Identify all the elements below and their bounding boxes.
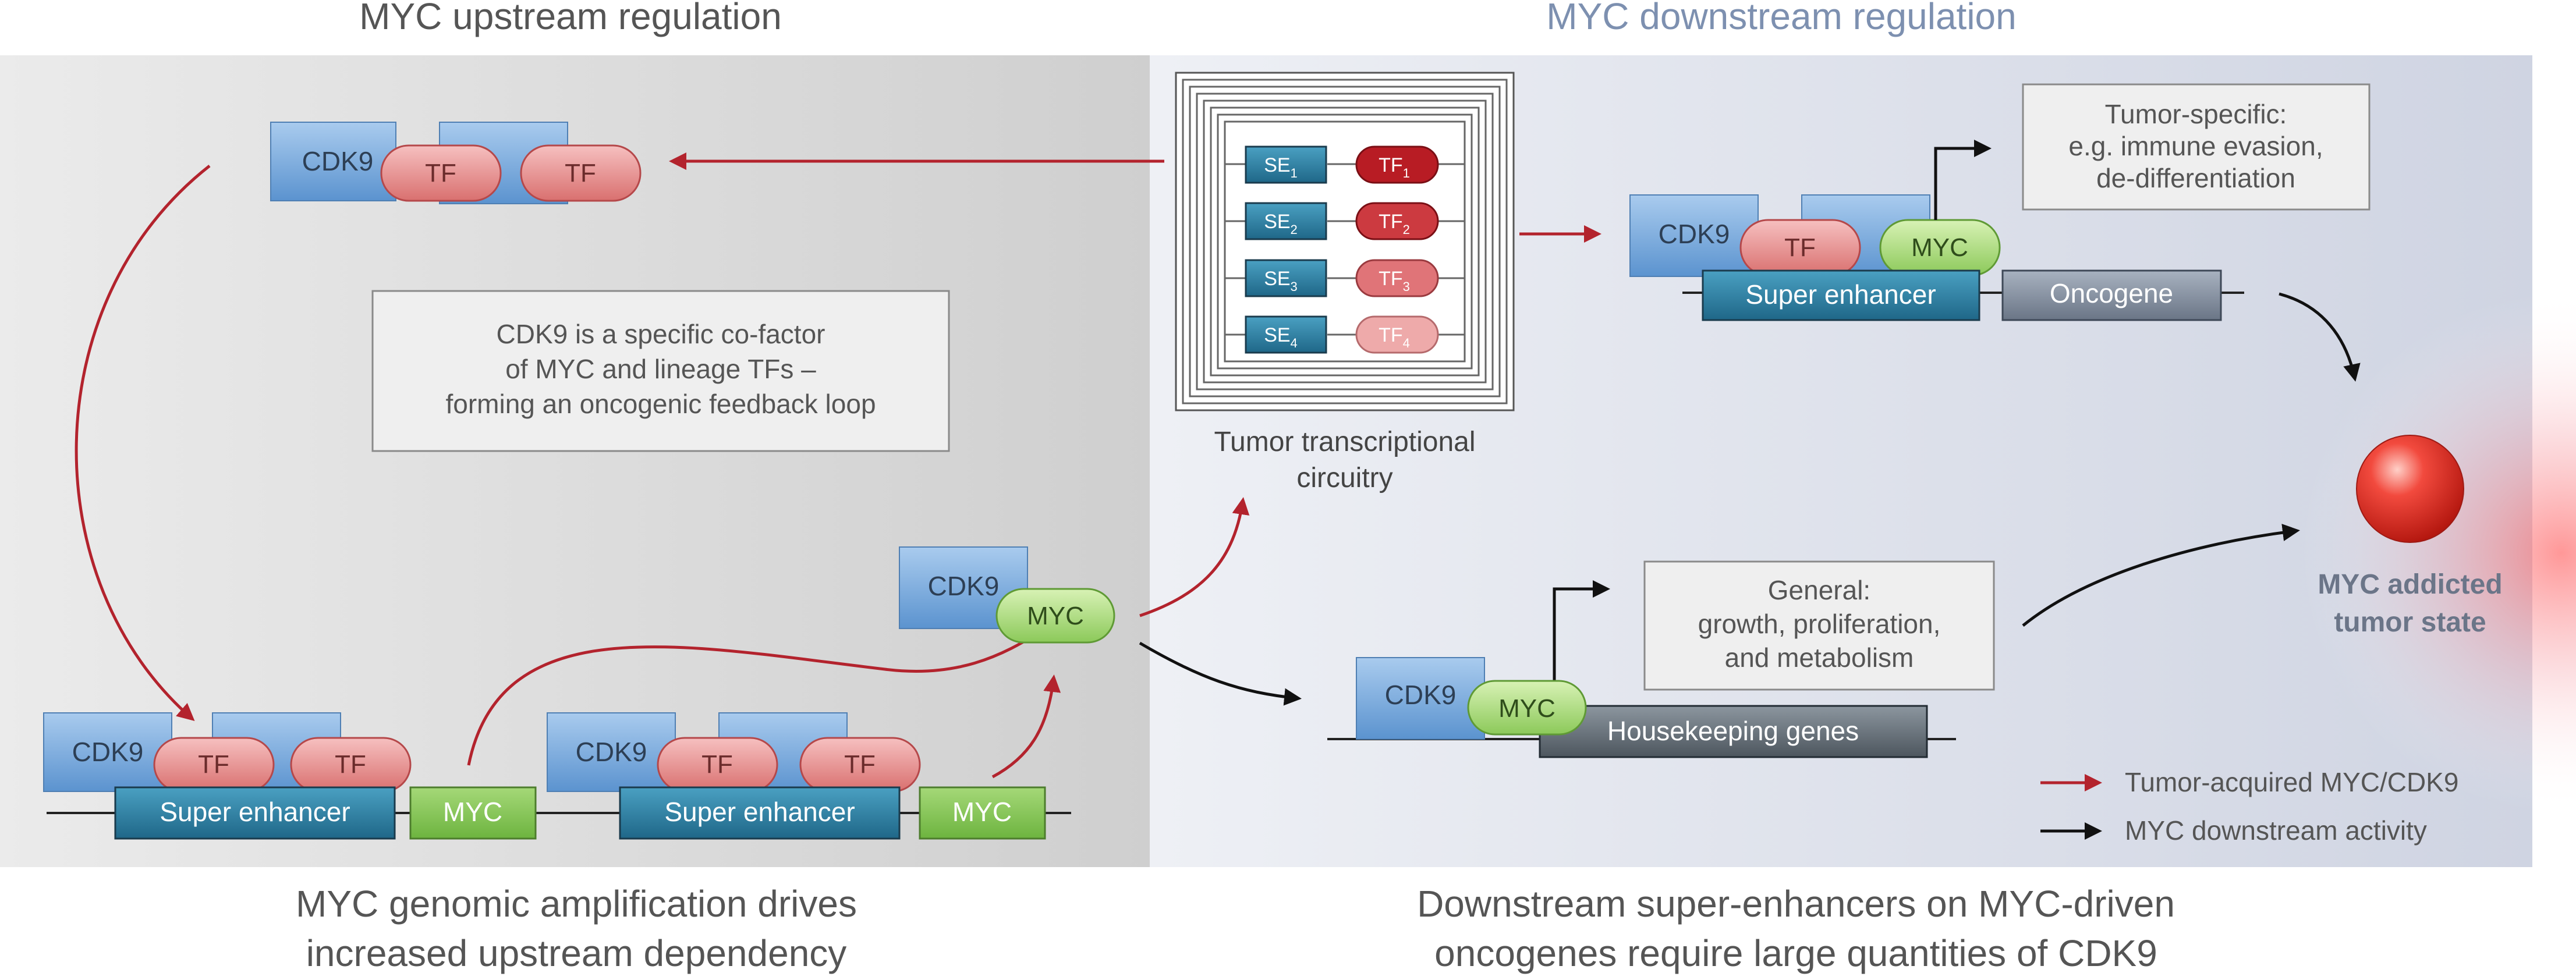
caption-right-line1: Downstream super-enhancers on MYC-driven [1417,883,2175,925]
myc-pill [995,588,1115,644]
tf-pill [1355,202,1439,240]
complex-housekeeping: CDK9 Housekeeping genes MYC [1356,580,1928,758]
se-label: SE3 [1264,268,1298,294]
tf-pill [1355,315,1439,354]
complex-bottom-left-2: CDK9 TF TF Super enhancer MYC [547,712,1046,840]
myc-gene-label: MYC [952,797,1012,827]
se-box [1245,315,1327,354]
feedback-note-line2: of MYC and lineage TFs – [505,354,816,384]
myc-gene-box [409,786,537,840]
arrow-myc-gene1-to-complex [467,626,1048,766]
tumor-glow [2299,291,2576,815]
tf-label: TF3 [1379,268,1410,294]
tumor-state-label-line1: MYC addicted [2318,569,2502,600]
cdk9-block [547,712,676,792]
tf-label: TF2 [1379,211,1410,237]
legend-black-label: MYC downstream activity [2125,815,2427,846]
myc-gene-box [919,786,1046,840]
circuitry-label-line1: Tumor transcriptional [1214,427,1475,457]
heading-downstream: MYC downstream regulation [1546,0,2016,37]
super-enhancer-label: Super enhancer [664,797,855,827]
arrow-myc-gene2-to-complex [991,674,1061,779]
se-box [1245,202,1327,240]
tf-label: TF [335,750,366,779]
tf-label: TF [701,750,733,779]
circuitry-wiring [1182,79,1508,404]
feedback-note-line3: forming an oncogenic feedback loop [445,389,876,419]
caption-left-line2: increased upstream dependency [306,932,847,974]
myc-label: MYC [1027,602,1084,630]
circuitry-diagram: SE1 SE2 SE3 SE4 TF1 TF2 TF3 TF4 [1175,72,1515,411]
arrow-complex-to-circuitry [1139,497,1250,617]
tf-label: TF1 [1379,154,1410,180]
tf-label: TF [425,159,456,187]
oncogene-label: Oncogene [2050,278,2173,308]
cdk9-block [1629,194,1759,277]
tf-pill [1355,259,1439,297]
super-enhancer-label: Super enhancer [160,797,350,827]
cdk9-label: CDK9 [1659,219,1730,249]
arrow-housekeeping-to-tumor [2022,524,2300,627]
feedback-note: CDK9 is a specific co-factor of MYC and … [371,290,950,452]
tumor-state-label-line2: tumor state [2334,607,2486,638]
tumor-state-sphere [2356,435,2464,543]
tf-label: TF [198,750,229,779]
se-label: SE4 [1264,324,1298,350]
tumor-specific-note-line3: de-differentiation [2096,163,2295,193]
se-label: SE2 [1264,211,1298,237]
tf-pill [520,144,642,202]
oncogene-box [2001,269,2222,321]
tf-label: TF [1784,233,1816,262]
housekeeping-box [1539,705,1928,758]
arrow-feedback-loop [75,165,211,721]
cdk9-label: CDK9 [576,737,647,767]
tf-label: TF4 [1379,324,1410,350]
cdk9-label: CDK9 [72,737,144,767]
housekeeping-label: Housekeeping genes [1607,716,1859,746]
transcription-start-arrow [1553,580,1610,681]
feedback-note-line1: CDK9 is a specific co-factor [497,319,825,349]
complex-oncogene: CDK9 TF MYC Super enhancer Oncogene [1629,140,2222,321]
cdk9-label: CDK9 [1385,680,1457,710]
general-note-line3: and metabolism [1725,642,1914,673]
tf-pill [1355,145,1439,184]
cdk9-label: CDK9 [928,571,1000,601]
general-note-line2: growth, proliferation, [1698,609,1941,639]
tf-pill [380,144,502,202]
general-note-line1: General: [1768,575,1870,605]
super-enhancer-box [619,786,901,840]
complex-bottom-left-1: CDK9 TF TF Super enhancer MYC [43,712,537,840]
general-note: General: growth, proliferation, and meta… [1643,560,1995,691]
legend-red-label: Tumor-acquired MYC/CDK9 [2125,767,2458,797]
caption-right-line2: oncogenes require large quantities of CD… [1434,932,2157,974]
cdk9-label: CDK9 [302,146,374,176]
arrow-complex-to-housekeeping [1139,641,1302,706]
tumor-specific-note-line2: e.g. immune evasion, [2068,131,2323,161]
tf-label: TF [565,159,596,187]
circuitry-frame [1175,72,1515,411]
myc-label: MYC [1498,694,1555,723]
transcription-start-arrow [1934,140,1992,220]
cdk9-block [1356,657,1485,740]
complex-top-left: CDK9 TF TF [270,122,642,204]
arrow-oncogene-to-tumor [2279,292,2361,382]
se-box [1245,145,1327,184]
super-enhancer-label: Super enhancer [1745,279,1936,310]
caption-left-line1: MYC genomic amplification drives [296,883,857,925]
tumor-specific-note: Tumor-specific: e.g. immune evasion, de-… [2022,83,2371,211]
se-box [1245,259,1327,297]
complex-myc-cdk9-center: CDK9 MYC [899,546,1115,644]
tumor-specific-note-line1: Tumor-specific: [2105,99,2287,129]
circuitry-label-line2: circuitry [1296,463,1392,493]
myc-pill [1467,680,1587,736]
se-label: SE1 [1264,154,1298,180]
legend: Tumor-acquired MYC/CDK9 MYC downstream a… [2040,767,2458,846]
super-enhancer-box [1702,269,1980,321]
tf-label: TF [844,750,876,779]
myc-gene-label: MYC [443,797,502,827]
super-enhancer-box [114,786,396,840]
myc-label: MYC [1911,233,1968,262]
heading-upstream: MYC upstream regulation [359,0,782,37]
